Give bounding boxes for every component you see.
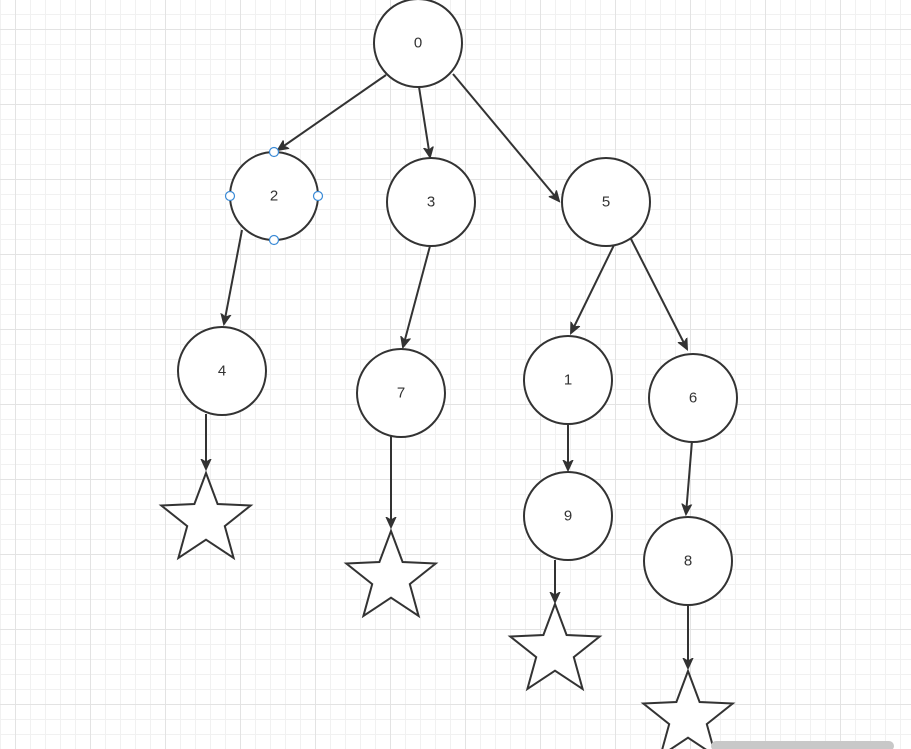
node-3-label: 3 xyxy=(427,194,435,211)
edge-6-to-8[interactable] xyxy=(686,440,693,514)
edge-2-to-4[interactable] xyxy=(224,229,243,324)
node-6-label: 6 xyxy=(689,390,697,407)
selection-handle-right[interactable] xyxy=(312,190,324,202)
terminals-layer xyxy=(158,470,736,749)
node-4-circle[interactable] xyxy=(177,326,267,416)
star-9-shape[interactable] xyxy=(507,601,603,692)
node-8-circle[interactable] xyxy=(643,516,733,606)
edge-0-to-5[interactable] xyxy=(452,73,559,201)
node-5-label: 5 xyxy=(602,194,610,211)
node-1-circle[interactable] xyxy=(523,335,613,425)
node-5-circle[interactable] xyxy=(561,157,651,247)
nodes-layer: 0 2 3 5 4 7 1 6 9 8 xyxy=(177,0,738,606)
star-7-shape[interactable] xyxy=(343,528,439,619)
edge-5-to-6[interactable] xyxy=(630,238,687,349)
star-8-shape[interactable] xyxy=(640,668,736,749)
horizontal-scrollbar[interactable] xyxy=(711,741,894,749)
edges-layer xyxy=(206,73,693,668)
node-8[interactable]: 8 xyxy=(643,516,733,606)
node-9-circle[interactable] xyxy=(523,471,613,561)
node-6[interactable]: 6 xyxy=(648,353,738,443)
edge-5-to-1[interactable] xyxy=(571,242,616,333)
node-6-circle[interactable] xyxy=(648,353,738,443)
edge-3-to-7[interactable] xyxy=(403,245,431,347)
node-5[interactable]: 5 xyxy=(561,157,651,247)
node-1-label: 1 xyxy=(564,372,572,389)
node-7-circle[interactable] xyxy=(356,348,446,438)
node-1[interactable]: 1 xyxy=(523,335,613,425)
node-3-circle[interactable] xyxy=(386,157,476,247)
node-9-label: 9 xyxy=(564,508,572,525)
node-0-label: 0 xyxy=(414,35,422,52)
edge-0-to-2[interactable] xyxy=(278,74,387,150)
node-7-label: 7 xyxy=(397,385,405,402)
edge-0-to-3[interactable] xyxy=(418,86,430,157)
selection-handles xyxy=(224,146,324,246)
node-0-circle[interactable] xyxy=(373,0,463,88)
node-0[interactable]: 0 xyxy=(373,0,463,88)
node-2[interactable]: 2 xyxy=(229,151,319,241)
selection-handle-bottom[interactable] xyxy=(268,234,280,246)
star-4-shape[interactable] xyxy=(158,470,254,561)
node-7[interactable]: 7 xyxy=(356,348,446,438)
selection-handle-left[interactable] xyxy=(224,190,236,202)
node-4[interactable]: 4 xyxy=(177,326,267,416)
node-9[interactable]: 9 xyxy=(523,471,613,561)
node-4-label: 4 xyxy=(218,363,226,380)
node-8-label: 8 xyxy=(684,553,692,570)
selection-handle-top[interactable] xyxy=(268,146,280,158)
node-2-label: 2 xyxy=(270,188,278,205)
node-3[interactable]: 3 xyxy=(386,157,476,247)
